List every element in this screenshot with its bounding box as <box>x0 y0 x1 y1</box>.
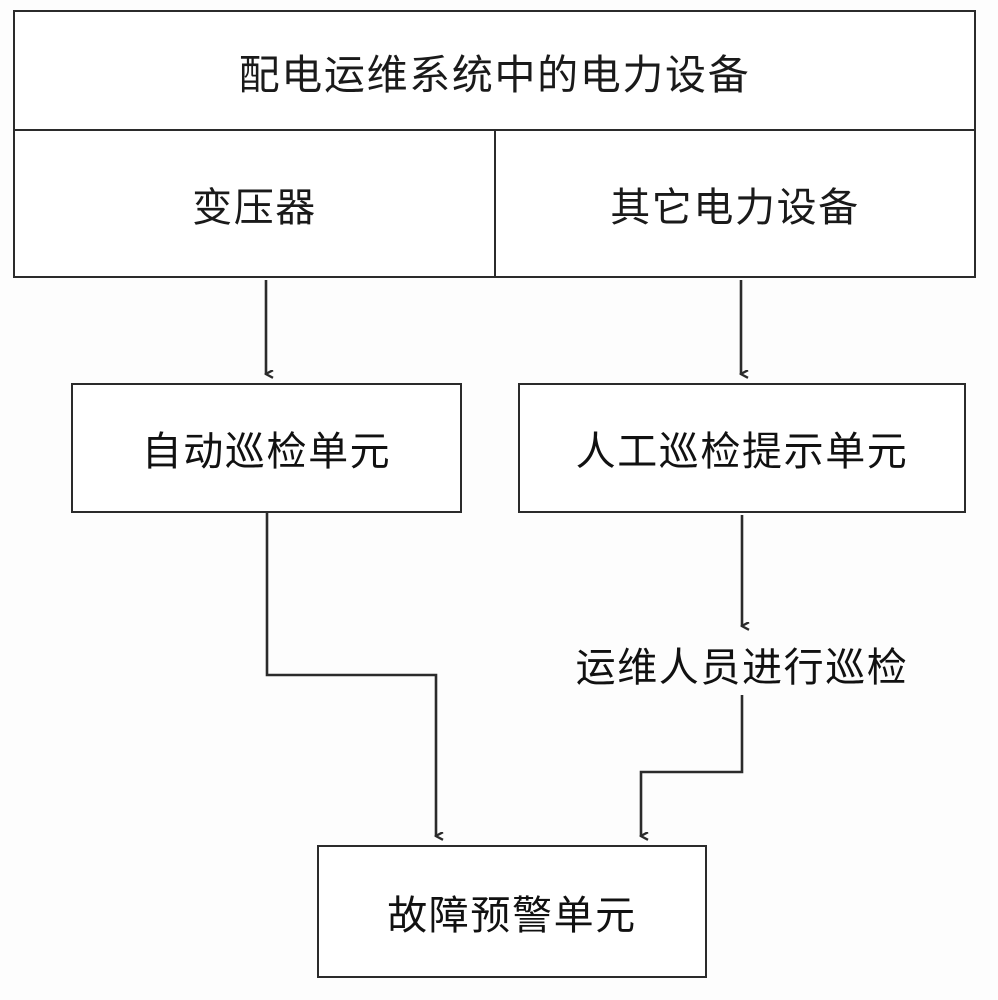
node-other-equipment[interactable]: 其它电力设备 <box>610 184 860 231</box>
node-manual-inspection-prompt-unit[interactable]: 人工巡检提示单元 <box>518 383 966 513</box>
power-equipment-group: 配电运维系统中的电力设备 变压器 其它电力设备 <box>13 10 976 278</box>
node-fault-warning-unit[interactable]: 故障预警单元 <box>317 845 707 978</box>
node-transformer[interactable]: 变压器 <box>15 131 496 276</box>
node-staff-inspection-label: 运维人员进行巡检 <box>575 645 909 691</box>
edge-staff-inspection-to-fault-warning <box>641 695 744 836</box>
group-title: 配电运维系统中的电力设备 <box>15 12 974 131</box>
edge-auto-inspection-to-fault-warning <box>265 513 436 836</box>
node-auto-inspection-unit[interactable]: 自动巡检单元 <box>71 383 462 513</box>
group-children-row: 变压器 其它电力设备 <box>15 131 974 276</box>
